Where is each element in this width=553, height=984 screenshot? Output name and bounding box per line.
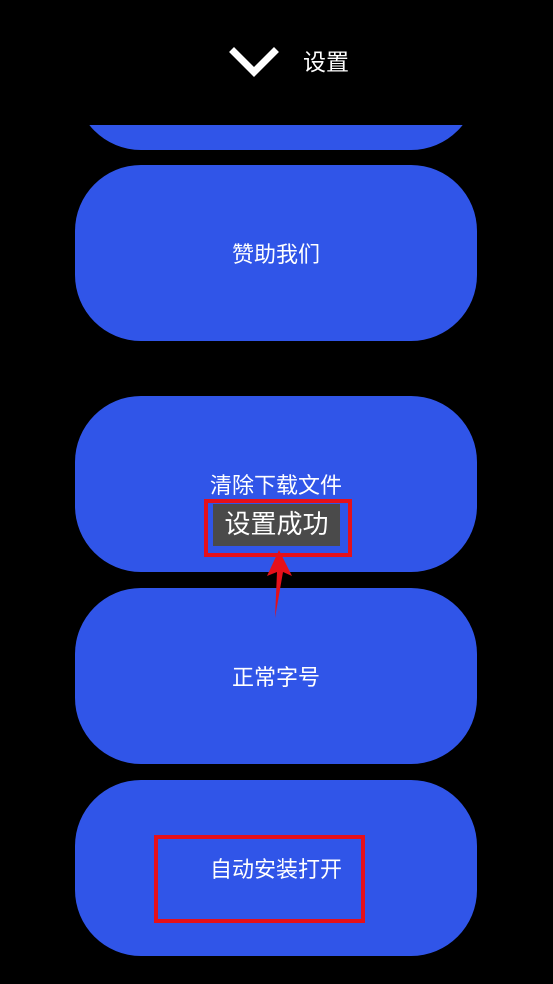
- sponsor-us-button[interactable]: 赞助我们: [75, 165, 477, 341]
- chevron-down-icon[interactable]: [228, 44, 280, 80]
- clear-downloads-label: 清除下载文件: [209, 473, 342, 499]
- header-bar: 设置: [0, 0, 553, 125]
- page-title: 设置: [303, 50, 349, 76]
- normal-font-size-label: 正常字号: [231, 666, 320, 691]
- annotation-arrow-icon: [267, 550, 292, 618]
- auto-install-open-button[interactable]: 自动安装打开: [75, 780, 477, 956]
- auto-install-open-label: 自动安装打开: [209, 858, 342, 883]
- normal-font-size-button[interactable]: 正常字号: [75, 588, 477, 764]
- auto-install-highlight-box: [154, 835, 365, 923]
- toast-message: 设置成功: [213, 504, 340, 546]
- sponsor-us-label: 赞助我们: [231, 243, 320, 268]
